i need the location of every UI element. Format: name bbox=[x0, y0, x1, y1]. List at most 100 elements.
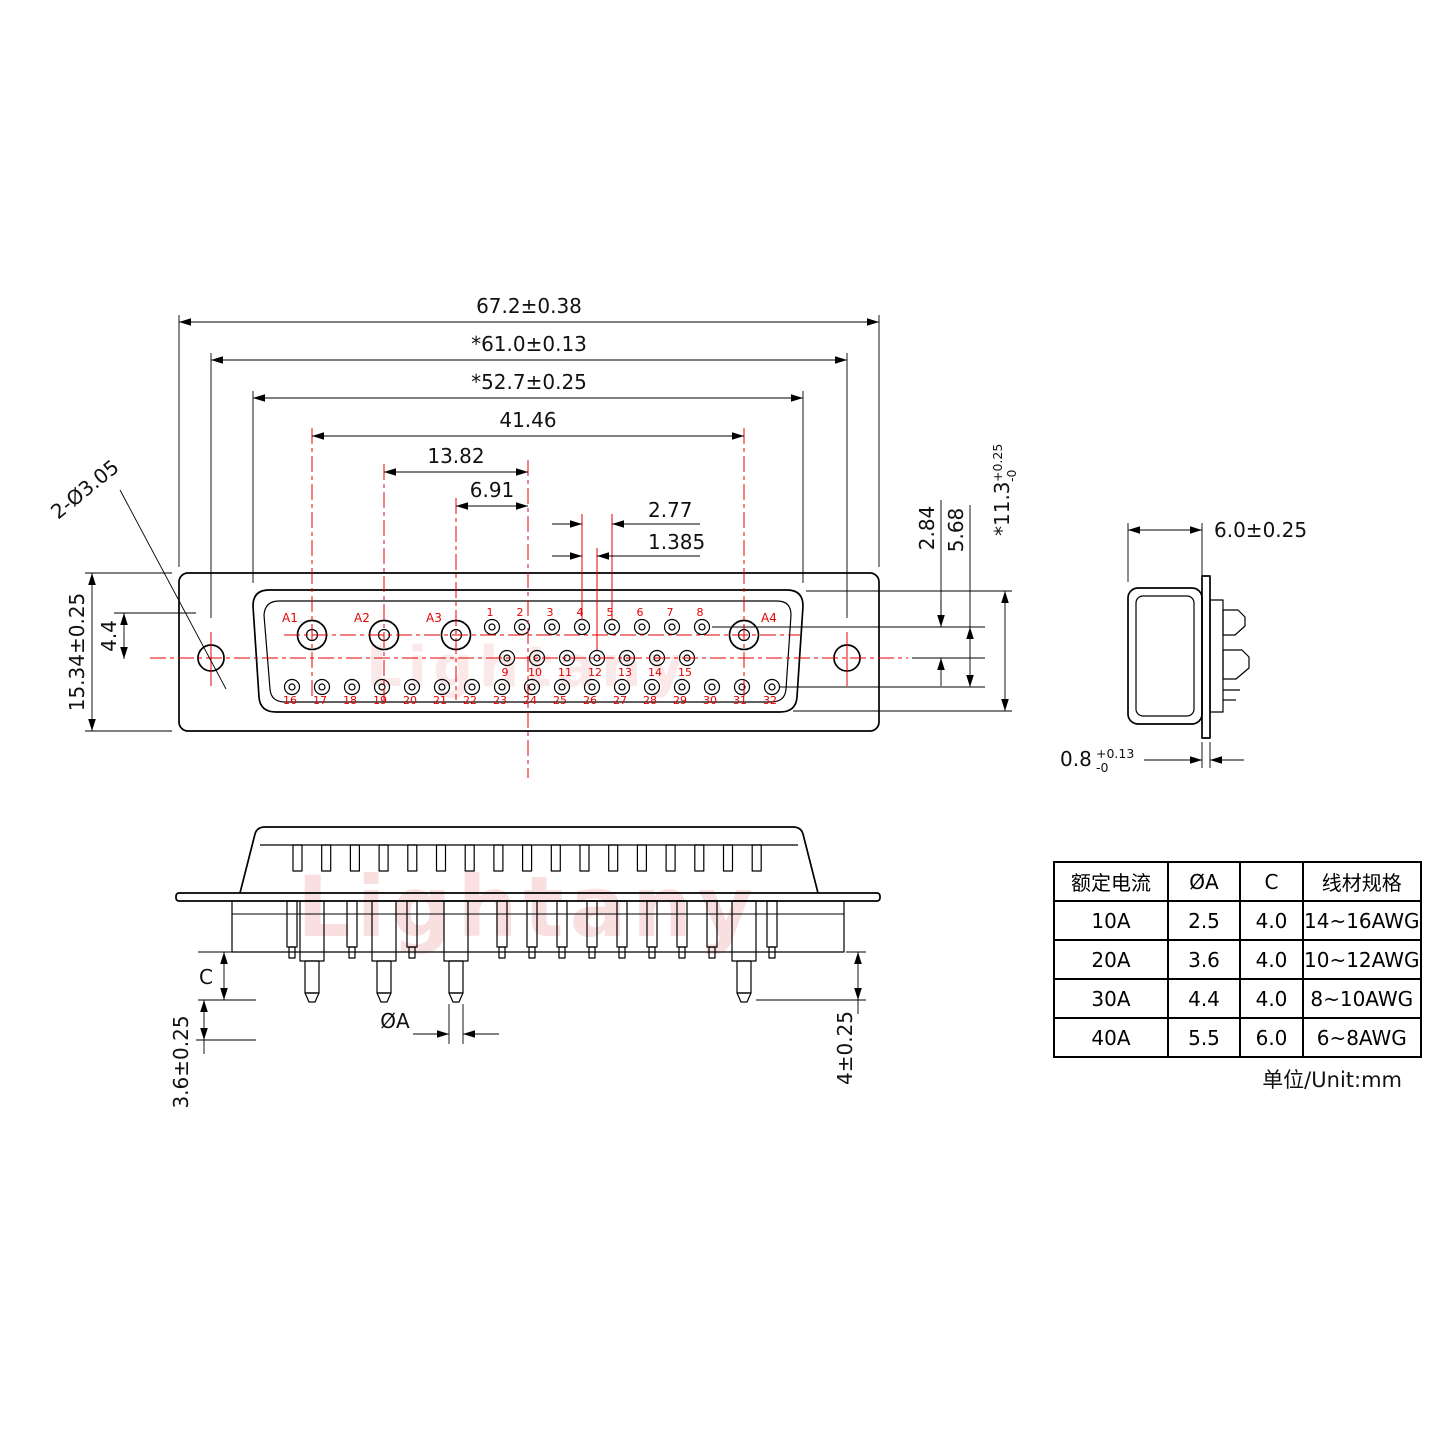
signal-tail-foot bbox=[408, 946, 416, 959]
power-tail-tip bbox=[736, 992, 752, 1003]
dim-text-overall-width: 67.2±0.38 bbox=[476, 294, 582, 318]
power-tail-cup bbox=[736, 960, 752, 994]
section-slot bbox=[665, 844, 676, 872]
signal-pin-label: 12 bbox=[588, 666, 602, 679]
side-insulator bbox=[1209, 599, 1224, 713]
section-slot bbox=[636, 844, 648, 872]
spec-cell: 40A bbox=[1053, 1017, 1169, 1058]
signal-pin-hole bbox=[518, 623, 526, 631]
dim-text-shell-width: *52.7±0.25 bbox=[471, 370, 587, 394]
signal-pin: 24 bbox=[523, 678, 541, 707]
signal-pin-outer bbox=[513, 618, 531, 636]
signal-pin-label: 20 bbox=[403, 694, 417, 707]
spec-cell: 3.6 bbox=[1167, 939, 1241, 980]
spec-cell: 4.4 bbox=[1167, 978, 1241, 1019]
signal-pin-hole bbox=[528, 683, 536, 691]
signal-pin: 28 bbox=[643, 678, 661, 707]
dim-contact-c: C bbox=[198, 951, 256, 1001]
signal-pin-outer bbox=[433, 678, 451, 696]
signal-pin-outer bbox=[703, 678, 721, 696]
dim-row-gap: 2.84 bbox=[712, 500, 985, 686]
dim-text-row-gap: 2.84 bbox=[915, 506, 939, 551]
signal-pin-hole bbox=[378, 683, 386, 691]
spec-cell: 6.0 bbox=[1239, 1017, 1304, 1058]
signal-pin-label: 1 bbox=[487, 606, 494, 619]
spec-col-header: C bbox=[1239, 861, 1304, 902]
signal-pin-label: 28 bbox=[643, 694, 657, 707]
signal-pin-label: 26 bbox=[583, 694, 597, 707]
signal-pin-label: 3 bbox=[547, 606, 554, 619]
signal-pin: 27 bbox=[613, 678, 631, 707]
dim-text-depth: 6.0±0.25 bbox=[1214, 518, 1307, 542]
leader-line bbox=[119, 489, 227, 690]
signal-tail-foot bbox=[678, 946, 686, 959]
power-tail-tip bbox=[376, 992, 392, 1003]
signal-pin-label: 11 bbox=[558, 666, 572, 679]
dim-half-pitch: 1.385 bbox=[552, 530, 705, 560]
spec-cell: 6~8AWG bbox=[1302, 1017, 1422, 1058]
power-pin-label: A1 bbox=[282, 611, 298, 625]
signal-pin: 29 bbox=[673, 678, 691, 707]
signal-pin-label: 30 bbox=[703, 694, 717, 707]
power-pin-outer bbox=[728, 619, 760, 651]
dim-text-shell-height-tol-low: -0 bbox=[1004, 469, 1019, 482]
front-dimensions: 67.2±0.38 *61.0±0.13 *52.7±0.25 41.46 13… bbox=[46, 294, 1019, 732]
signal-pin: 20 bbox=[403, 678, 421, 707]
side-solder-cup-1 bbox=[1222, 609, 1246, 636]
dim-overall-width: 67.2±0.38 bbox=[178, 294, 880, 567]
dim-text-flange-tol-low: -0 bbox=[1096, 760, 1109, 775]
section-body-outline bbox=[231, 901, 845, 953]
signal-pin-outer bbox=[663, 618, 681, 636]
side-solder-cup-2 bbox=[1222, 649, 1250, 680]
signal-pin-label: 29 bbox=[673, 694, 687, 707]
signal-pin-outer bbox=[493, 678, 511, 696]
signal-pin-hole bbox=[768, 683, 776, 691]
spec-col-header: ØA bbox=[1167, 861, 1241, 902]
signal-pin: 18 bbox=[343, 678, 361, 707]
signal-pin-outer bbox=[733, 678, 751, 696]
section-slot bbox=[349, 844, 360, 872]
signal-pin-hole bbox=[548, 623, 556, 631]
signal-pin: 17 bbox=[313, 678, 331, 707]
signal-pin-label: 17 bbox=[313, 694, 327, 707]
section-slot bbox=[464, 844, 475, 872]
dim-text-row-offset: 4.4 bbox=[97, 620, 121, 652]
dim-shell-height: *11.3 +0.25 -0 bbox=[793, 444, 1019, 712]
dim-text-contact-c: C bbox=[199, 965, 213, 989]
dim-cup-length: 3.6±0.25 bbox=[169, 1000, 256, 1109]
signal-tail-foot bbox=[588, 946, 596, 959]
dim-flange-thickness: 0.8 +0.13 -0 bbox=[1060, 742, 1244, 775]
signal-pin: 30 bbox=[703, 678, 721, 707]
signal-pin-outer bbox=[613, 678, 631, 696]
dim-shell-width: *52.7±0.25 bbox=[252, 370, 804, 583]
signal-pin-label: 9 bbox=[502, 666, 509, 679]
section-slot bbox=[550, 844, 561, 872]
dim-a2-center: 13.82 bbox=[384, 444, 528, 476]
signal-pin-hole bbox=[678, 683, 686, 691]
section-slot bbox=[579, 844, 590, 872]
signal-pin-outer bbox=[313, 678, 331, 696]
spec-cell: 20A bbox=[1053, 939, 1169, 980]
dim-depth: 6.0±0.25 bbox=[1127, 518, 1307, 582]
dim-text-mount-holes: 2-Ø3.05 bbox=[46, 455, 123, 524]
watermark-section: Lightany bbox=[297, 858, 759, 956]
signal-pin: 21 bbox=[433, 678, 451, 707]
signal-pin-outer bbox=[283, 678, 301, 696]
section-shell-outline bbox=[239, 826, 819, 894]
signal-pin-hole bbox=[558, 683, 566, 691]
signal-pin-label: 24 bbox=[523, 694, 537, 707]
signal-pin-hole bbox=[348, 683, 356, 691]
dim-pin-diameter: ØA bbox=[380, 1004, 499, 1044]
signal-tail-foot bbox=[768, 946, 776, 959]
signal-pin-hole bbox=[498, 683, 506, 691]
dim-text-pin-diameter: ØA bbox=[380, 1009, 410, 1033]
power-pin: A4 bbox=[728, 611, 777, 651]
signal-pin: 3 bbox=[543, 606, 561, 636]
signal-pin-outer bbox=[603, 618, 621, 636]
signal-pin-label: 7 bbox=[667, 606, 674, 619]
front-flange-outline bbox=[178, 572, 880, 732]
signal-tail-foot bbox=[288, 946, 296, 959]
